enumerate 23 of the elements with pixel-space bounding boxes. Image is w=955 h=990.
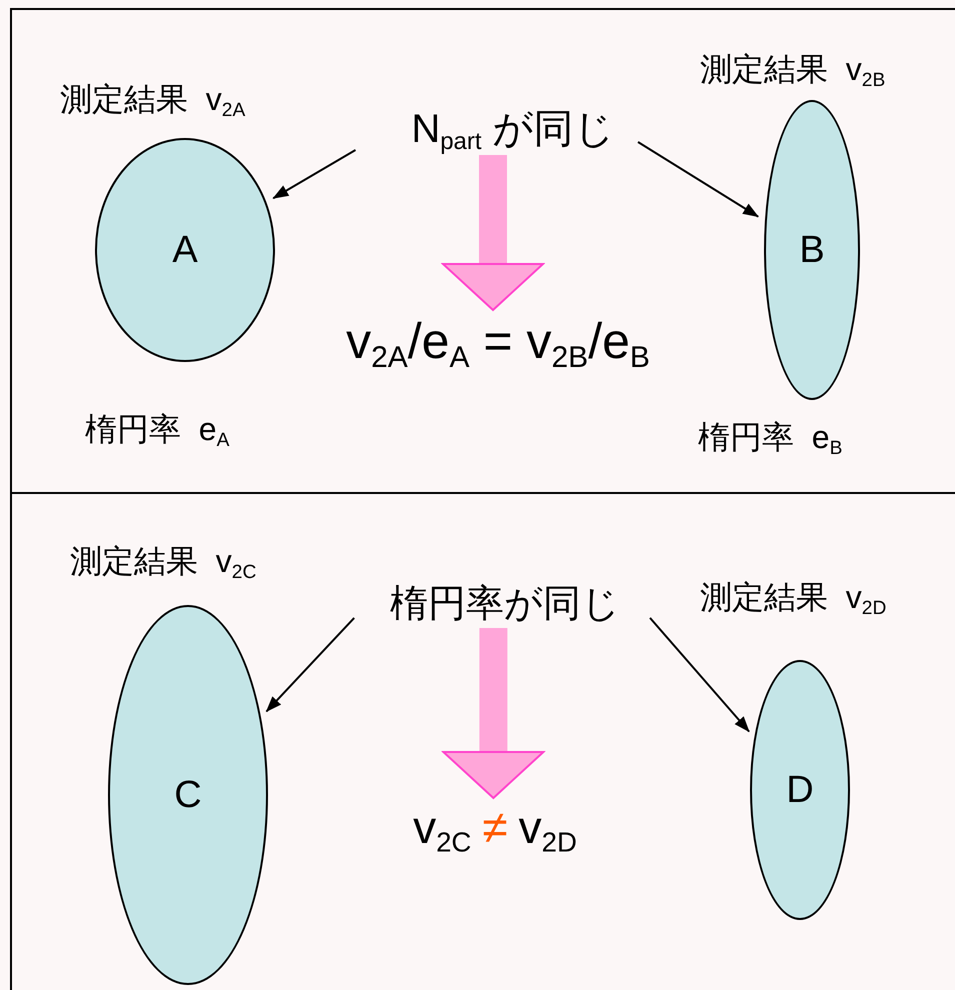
panel-frame: [10, 8, 955, 494]
ellipse-shape: C: [108, 605, 268, 985]
arrow: [637, 141, 759, 218]
measurement-label: 測定結果 v$_{2B}$: [700, 52, 886, 91]
formula-term: v$_{2C}$: [413, 801, 472, 853]
arrow: [649, 617, 750, 732]
arrow: [266, 617, 355, 712]
measurement-label: 楕円率 e$_{A}$: [85, 412, 230, 451]
ellipse-shape: B: [764, 100, 860, 400]
block-arrow: [442, 155, 544, 311]
ellipse-shape: A: [95, 138, 275, 362]
measurement-label: 楕円率 e$_{B}$: [698, 420, 842, 459]
formula-term: ≠: [482, 801, 508, 853]
statement-text: 楕円率が同じ: [360, 582, 650, 628]
measurement-label: 測定結果 v$_{2A}$: [60, 82, 246, 121]
block-arrow: [442, 628, 544, 799]
ellipse-shape: D: [750, 660, 850, 920]
statement-text: v$_{2A}$/e$_{A}$ = v$_{2B}$/e$_{B}$: [288, 312, 708, 376]
measurement-label: 測定結果 v$_{2D}$: [700, 580, 886, 619]
measurement-label: 測定結果 v$_{2C}$: [70, 544, 256, 583]
arrow: [272, 149, 356, 200]
statement-text: N$_{part}$ が同じ: [388, 105, 638, 155]
formula-term: v$_{2D}$: [518, 801, 577, 853]
